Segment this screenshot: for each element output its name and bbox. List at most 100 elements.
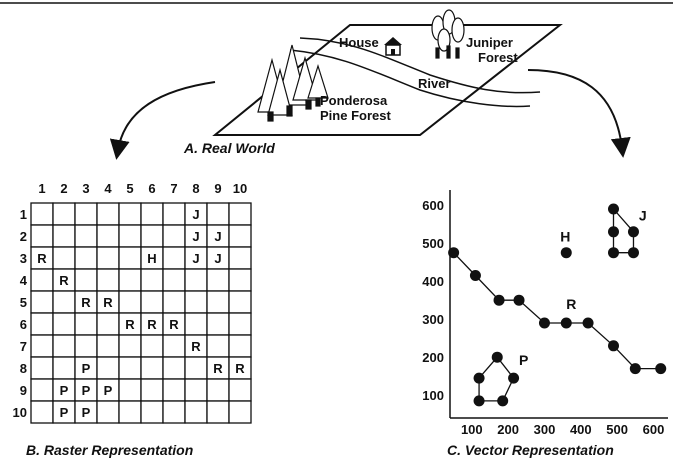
ponderosa-polygon-label: P — [519, 352, 528, 368]
raster-cell — [140, 356, 164, 380]
juniper-vertex — [608, 203, 619, 215]
ponderosa-vertex — [473, 395, 485, 407]
raster-row-label: 2 — [20, 229, 27, 244]
vector-y-tick-label: 300 — [422, 312, 444, 327]
vector-y-tick-label: 500 — [422, 236, 444, 251]
raster-cell — [74, 312, 98, 336]
raster-col-label: 9 — [214, 181, 221, 196]
raster-cell — [30, 290, 54, 314]
raster-caption: B. Raster Representation — [26, 442, 193, 458]
raster-cell — [184, 268, 208, 292]
raster-cell — [184, 400, 208, 424]
raster-cell — [228, 334, 252, 358]
raster-cell — [118, 378, 142, 402]
raster-cell — [228, 202, 252, 226]
raster-col-label: 6 — [148, 181, 155, 196]
raster-cell-value: J — [192, 229, 199, 244]
raster-cell — [184, 290, 208, 314]
raster-cell — [52, 246, 76, 270]
river-label: River — [418, 76, 451, 91]
raster-cell — [30, 202, 54, 226]
raster-cell — [52, 356, 76, 380]
raster-cell — [140, 378, 164, 402]
house-icon — [384, 37, 402, 56]
raster-cell — [206, 378, 230, 402]
raster-cell — [118, 268, 142, 292]
raster-cell — [118, 202, 142, 226]
juniper-vertex — [627, 247, 639, 259]
raster-cell-value: R — [81, 295, 91, 310]
raster-cell — [228, 290, 252, 314]
vector-y-tick-label: 100 — [422, 388, 444, 403]
river-vertex — [448, 247, 460, 259]
river-vertex — [582, 317, 594, 329]
raster-cell-value: R — [37, 251, 47, 266]
raster-cell — [184, 356, 208, 380]
raster-cell — [162, 356, 186, 380]
raster-cell — [74, 202, 98, 226]
raster-cell — [228, 378, 252, 402]
raster-row-label: 3 — [20, 251, 27, 266]
raster-cell — [162, 268, 186, 292]
river-line — [453, 252, 661, 370]
raster-col-label: 5 — [126, 181, 133, 196]
raster-cell — [118, 290, 142, 314]
raster-cell — [96, 224, 120, 248]
raster-cell-value: J — [192, 207, 199, 222]
raster-cell — [206, 400, 230, 424]
raster-cell — [140, 290, 164, 314]
raster-cell-value: P — [82, 361, 91, 376]
raster-cell-value: J — [192, 251, 199, 266]
raster-cell-value: R — [59, 273, 69, 288]
raster-cell — [30, 400, 54, 424]
raster-cell — [30, 224, 54, 248]
raster-cell — [96, 334, 120, 358]
vector-x-tick-label: 500 — [606, 422, 628, 437]
raster-cell — [118, 246, 142, 270]
raster-cell — [228, 268, 252, 292]
river-vertex — [493, 294, 505, 306]
raster-cell — [30, 334, 54, 358]
ponderosa-vertex — [491, 351, 503, 363]
raster-cell — [118, 334, 142, 358]
raster-col-label: 3 — [82, 181, 89, 196]
raster-cell — [206, 290, 230, 314]
raster-row-label: 6 — [20, 317, 27, 332]
vector-caption: C. Vector Representation — [447, 442, 614, 458]
river-bank-upper — [299, 37, 541, 94]
ponderosa-vertex — [473, 372, 485, 384]
river-vertex — [655, 363, 667, 375]
raster-row-label: 1 — [20, 207, 27, 222]
raster-col-label: 2 — [60, 181, 67, 196]
real-world-panel: House Juniper Forest River Ponderosa Pin… — [183, 9, 563, 156]
raster-col-label: 7 — [170, 181, 177, 196]
raster-col-label: 4 — [104, 181, 112, 196]
raster-cell — [162, 202, 186, 226]
raster-row-label: 7 — [20, 339, 27, 354]
raster-cell-value: R — [147, 317, 157, 332]
juniper-vertex — [608, 226, 619, 238]
raster-cell — [74, 224, 98, 248]
house-point-label: H — [560, 229, 570, 245]
raster-row-label: 8 — [20, 361, 27, 376]
juniper-forest-label: Juniper Forest — [466, 35, 518, 65]
river-bank-lower — [289, 49, 531, 108]
raster-cell — [74, 246, 98, 270]
raster-cell-value: R — [169, 317, 179, 332]
raster-cell-value: P — [60, 405, 69, 420]
raster-cell — [74, 334, 98, 358]
river-vertex — [560, 317, 572, 329]
raster-cell-value: R — [103, 295, 113, 310]
raster-cell — [228, 246, 252, 270]
raster-cell — [96, 400, 120, 424]
raster-cell — [228, 224, 252, 248]
house-point — [560, 247, 572, 259]
raster-cell — [206, 202, 230, 226]
raster-cell — [118, 400, 142, 424]
raster-cell — [140, 224, 164, 248]
house-label: House — [339, 35, 379, 50]
raster-cell — [52, 290, 76, 314]
raster-cell — [30, 378, 54, 402]
